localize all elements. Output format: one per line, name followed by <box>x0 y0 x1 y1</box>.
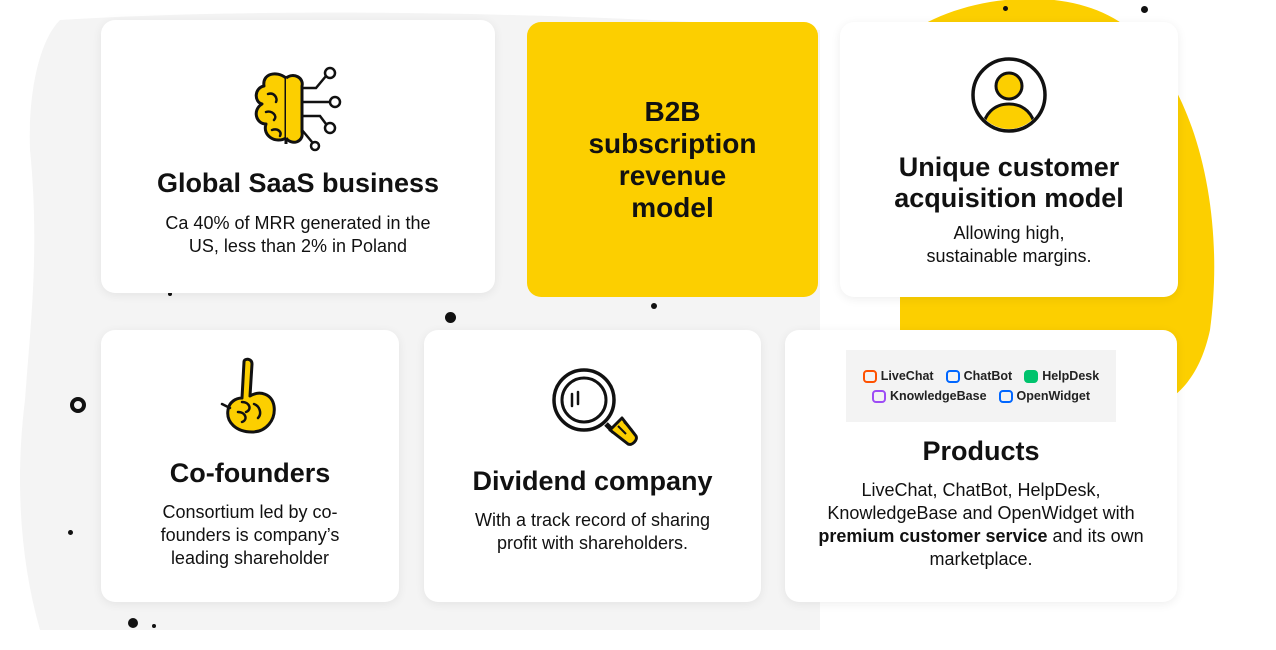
pointing-hand-icon <box>220 357 276 434</box>
card-title: Unique customer acquisition model <box>894 152 1124 213</box>
card-title: Co-founders <box>169 458 331 488</box>
brain-circuit-icon <box>254 66 342 152</box>
card-description: Allowing high, sustainable margins. <box>926 223 1092 266</box>
magnifying-glass-icon <box>551 368 638 446</box>
decor-dot <box>128 618 138 628</box>
knowledgebase-icon <box>871 389 886 403</box>
card-acquisition: Unique customer acquisition model Allowi… <box>840 22 1178 297</box>
openwidget-icon <box>998 389 1013 403</box>
decor-dot <box>1141 6 1148 13</box>
decor-dot <box>68 530 73 535</box>
chatbot-icon <box>945 369 960 383</box>
logo-label: HelpDesk <box>1042 369 1100 383</box>
description-text: and its own marketplace. <box>929 526 1144 569</box>
card-dividend: Dividend company With a track record of … <box>424 330 761 602</box>
card-title: Global SaaS business <box>156 168 440 198</box>
card-title: B2B subscription revenue model <box>588 95 757 223</box>
logo-label: ChatBot <box>963 369 1013 383</box>
card-description: LiveChat, ChatBot, HelpDesk, KnowledgeBa… <box>806 479 1156 571</box>
description-highlight: premium customer service <box>818 526 1048 546</box>
card-description: Ca 40% of MRR generated in the US, less … <box>165 213 431 256</box>
logo-label: KnowledgeBase <box>889 389 987 403</box>
card-description: With a track record of sharing profit wi… <box>474 510 711 553</box>
logo-knowledgebase: KnowledgeBase <box>871 389 987 403</box>
card-title: Products <box>922 436 1040 466</box>
card-title: Dividend company <box>472 466 713 496</box>
logo-helpdesk: HelpDesk <box>1024 369 1099 383</box>
livechat-icon <box>862 369 877 383</box>
user-avatar-icon <box>971 57 1047 133</box>
logo-openwidget: OpenWidget <box>998 389 1091 403</box>
decor-ring <box>70 397 86 413</box>
decor-dot <box>168 292 172 296</box>
card-b2b-model: B2B subscription revenue model <box>527 22 818 297</box>
logo-label: LiveChat <box>880 369 934 383</box>
logo-label: OpenWidget <box>1016 389 1091 403</box>
decor-dot <box>152 624 156 628</box>
card-description: Consortium led by co-founders is company… <box>160 502 340 568</box>
decor-dot <box>445 312 456 323</box>
description-text: LiveChat, ChatBot, HelpDesk, KnowledgeBa… <box>827 480 1135 523</box>
logo-livechat: LiveChat <box>862 369 934 383</box>
card-global-saas: Global SaaS business Ca 40% of MRR gener… <box>101 20 495 293</box>
decor-dot <box>1003 6 1008 11</box>
card-cofounders: Co-founders Consortium led by co-founder… <box>101 330 399 602</box>
product-logos: LiveChat ChatBot HelpDesk KnowledgeBase … <box>846 350 1116 422</box>
card-products: LiveChat ChatBot HelpDesk KnowledgeBase … <box>785 330 1177 602</box>
logo-chatbot: ChatBot <box>945 369 1013 383</box>
helpdesk-icon <box>1024 369 1039 383</box>
decor-dot <box>651 303 657 309</box>
